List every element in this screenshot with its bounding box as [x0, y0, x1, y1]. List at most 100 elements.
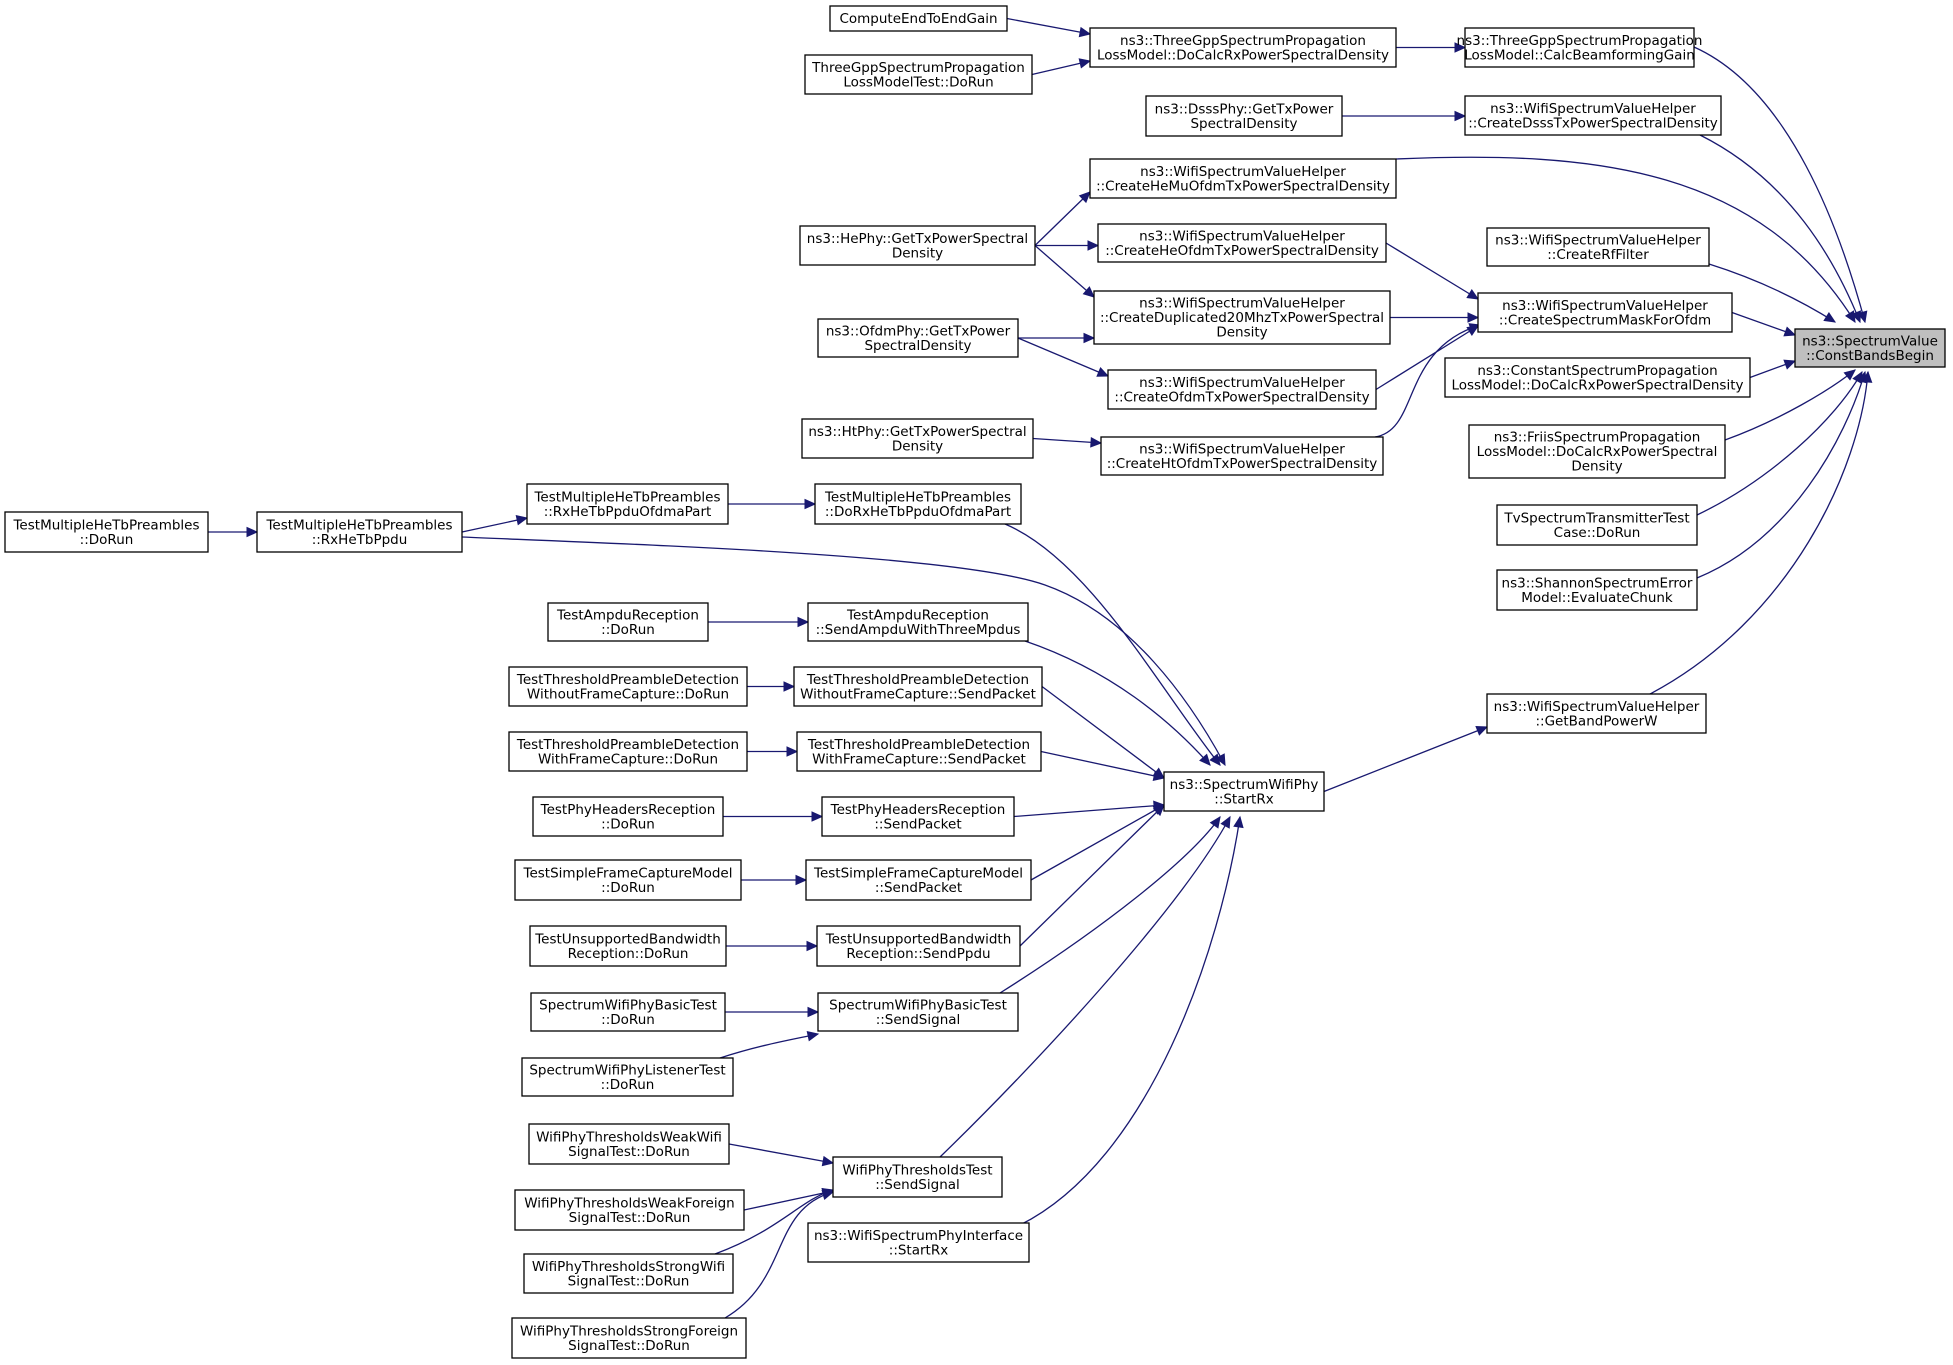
node-label-line: ::DoRun	[601, 1077, 655, 1093]
edge-arrowhead	[821, 1189, 835, 1200]
node-label-line: ns3::ShannonSpectrumError	[1502, 575, 1693, 591]
node-ampdu_send[interactable]: TestAmpduReception::SendAmpduWithThreeMp…	[807, 602, 1029, 642]
edge-line	[714, 1189, 834, 1255]
node-hemu[interactable]: ns3::WifiSpectrumValueHelper::CreateHeMu…	[1089, 158, 1397, 199]
node-constprop[interactable]: ns3::ConstantSpectrumPropagationLossMode…	[1444, 357, 1751, 398]
node-label-line: ::CreateHtOfdmTxPowerSpectralDensity	[1107, 456, 1378, 472]
edge-swpb_send-to-startrx	[999, 816, 1221, 994]
edge-arrowhead	[811, 811, 824, 822]
node-wpt_ww[interactable]: WifiPhyThresholdsWeakWifiSignalTest::DoR…	[528, 1123, 730, 1165]
node-docalc3gpp[interactable]: ns3::ThreeGppSpectrumPropagationLossMode…	[1089, 27, 1397, 68]
node-tmhetb_run[interactable]: TestMultipleHeTbPreambles::DoRun	[4, 511, 209, 553]
node-ofdmhelper[interactable]: ns3::WifiSpectrumValueHelper::CreateOfdm…	[1107, 369, 1377, 410]
edge-rffilter-to-focus	[1708, 263, 1837, 323]
node-heofdm[interactable]: ns3::WifiSpectrumValueHelper::CreateHeOf…	[1097, 223, 1387, 263]
edge-line	[1041, 685, 1165, 779]
node-label-line: WithFrameCapture::DoRun	[538, 751, 718, 767]
node-wpt_sw[interactable]: WifiPhyThresholdsStrongWifiSignalTest::D…	[523, 1253, 734, 1294]
node-ampdu_run[interactable]: TestAmpduReception::DoRun	[547, 602, 709, 642]
edge-line	[1034, 245, 1095, 298]
node-label-line: Model::EvaluateChunk	[1521, 590, 1673, 606]
edge-arrowhead	[1823, 311, 1837, 323]
node-label-line: ComputeEndToEndGain	[839, 11, 997, 27]
node-rffilter[interactable]: ns3::WifiSpectrumValueHelper::CreateRfFi…	[1486, 227, 1710, 267]
edge-line	[1040, 750, 1165, 779]
node-box	[1093, 290, 1391, 345]
node-label-line: ::DoRun	[601, 622, 655, 638]
node-label-line: ::CreateHeOfdmTxPowerSpectralDensity	[1105, 243, 1379, 259]
node-box	[799, 225, 1036, 266]
node-tpd_wo_run[interactable]: TestThresholdPreambleDetectionWithoutFra…	[508, 666, 748, 707]
edge-phr_send-to-startrx	[1013, 800, 1166, 818]
node-computeE2E[interactable]: ComputeEndToEndGain	[829, 5, 1008, 32]
edge-arrowhead	[807, 1006, 820, 1018]
edge-line	[1385, 242, 1479, 300]
nodes-layer: ns3::SpectrumValue::ConstBandsBeginns3::…	[4, 5, 1946, 1359]
edges-layer	[208, 17, 1873, 1319]
node-label-line: ns3::WifiSpectrumValueHelper	[1139, 228, 1345, 244]
node-box	[829, 5, 1008, 32]
edge-sfc_run-to-sfc_send	[741, 874, 808, 886]
node-dsss_helper[interactable]: ns3::WifiSpectrumValueHelper::CreateDsss…	[1464, 95, 1722, 136]
edge-ofdmphy-to-ofdmhelper	[1017, 337, 1110, 377]
node-label-line: ns3::WifiSpectrumValueHelper	[1139, 375, 1345, 391]
node-dup20[interactable]: ns3::WifiSpectrumValueHelper::CreateDupl…	[1093, 290, 1391, 345]
node-tpd_w_run[interactable]: TestThresholdPreambleDetectionWithFrameC…	[508, 731, 748, 772]
edge-line	[1696, 371, 1866, 579]
edge-arrowhead	[246, 526, 259, 538]
node-label-line: TestPhyHeadersReception	[830, 802, 1006, 818]
node-sfc_send[interactable]: TestSimpleFrameCaptureModel::SendPacket	[805, 859, 1032, 901]
node-phr_run[interactable]: TestPhyHeadersReception::DoRun	[532, 796, 724, 837]
edge-arrowhead	[1078, 58, 1092, 69]
node-wpt_sf[interactable]: WifiPhyThresholdsStrongForeignSignalTest…	[511, 1317, 747, 1359]
node-swpb_run[interactable]: SpectrumWifiPhyBasicTest::DoRun	[530, 992, 726, 1032]
node-tpd_w_send[interactable]: TestThresholdPreambleDetectionWithFrameC…	[796, 731, 1042, 772]
edge-line	[1019, 804, 1165, 947]
node-swpl_run[interactable]: SpectrumWifiPhyListenerTest::DoRun	[521, 1057, 734, 1097]
node-box	[1089, 158, 1397, 199]
node-sfc_run[interactable]: TestSimpleFrameCaptureModel::DoRun	[514, 859, 742, 901]
node-box	[816, 925, 1021, 967]
node-test3gpp[interactable]: ThreeGppSpectrumPropagationLossModelTest…	[804, 54, 1033, 95]
node-label-line: WithoutFrameCapture::DoRun	[527, 686, 729, 702]
edge-arrowhead	[1844, 310, 1856, 324]
node-swpb_send[interactable]: SpectrumWifiPhyBasicTest::SendSignal	[817, 992, 1019, 1032]
node-shannon[interactable]: ns3::ShannonSpectrumErrorModel::Evaluate…	[1496, 569, 1698, 611]
edge-arrowhead	[1209, 816, 1221, 829]
node-iface_startrx[interactable]: ns3::WifiSpectrumPhyInterface::StartRx	[807, 1222, 1030, 1263]
edge-arrowhead	[804, 498, 817, 510]
node-label-line: ::RxHeTbPpdu	[312, 532, 408, 548]
node-startrx[interactable]: ns3::SpectrumWifiPhy::StartRx	[1163, 771, 1325, 812]
edge-arrowhead	[1861, 370, 1873, 383]
node-label-line: TestThresholdPreambleDetection	[807, 737, 1030, 753]
edge-dorxhetb-to-startrx	[1004, 523, 1221, 766]
node-box	[528, 1123, 730, 1165]
node-phr_send[interactable]: TestPhyHeadersReception::SendPacket	[821, 796, 1015, 837]
node-label-line: TestAmpduReception	[556, 607, 699, 623]
edge-iface_startrx-to-startrx	[1019, 815, 1244, 1226]
node-rxhetb[interactable]: TestMultipleHeTbPreambles::RxHeTbPpdu	[256, 511, 463, 553]
edge-tpd_w_send-to-startrx	[1040, 750, 1166, 781]
node-htofdm[interactable]: ns3::WifiSpectrumValueHelper::CreateHtOf…	[1100, 436, 1384, 476]
node-calcbf[interactable]: ns3::ThreeGppSpectrumPropagationLossMode…	[1457, 27, 1703, 68]
node-box	[1468, 424, 1726, 479]
node-label-line: ns3::ConstantSpectrumPropagation	[1477, 363, 1717, 379]
node-box	[514, 859, 742, 901]
node-tpd_wo_send[interactable]: TestThresholdPreambleDetectionWithoutFra…	[793, 666, 1043, 707]
node-friis[interactable]: ns3::FriisSpectrumPropagationLossModel::…	[1468, 424, 1726, 479]
node-focus[interactable]: ns3::SpectrumValue::ConstBandsBegin	[1794, 328, 1946, 368]
edge-ubw_run-to-ubw_send	[726, 940, 819, 952]
node-wpt_wf[interactable]: WifiPhyThresholdsWeakForeignSignalTest::…	[514, 1189, 745, 1231]
node-rxhetbofdma[interactable]: TestMultipleHeTbPreambles::RxHeTbPpduOfd…	[526, 483, 729, 525]
node-mask[interactable]: ns3::WifiSpectrumValueHelper::CreateSpec…	[1477, 292, 1733, 333]
node-wpt_send[interactable]: WifiPhyThresholdsTest::SendSignal	[832, 1156, 1003, 1198]
node-dorxhetb[interactable]: TestMultipleHeTbPreambles::DoRxHeTbPpduO…	[814, 483, 1022, 525]
node-bandpower[interactable]: ns3::WifiSpectrumValueHelper::GetBandPow…	[1486, 693, 1707, 734]
node-ubw_send[interactable]: TestUnsupportedBandwidthReception::SendP…	[816, 925, 1021, 967]
